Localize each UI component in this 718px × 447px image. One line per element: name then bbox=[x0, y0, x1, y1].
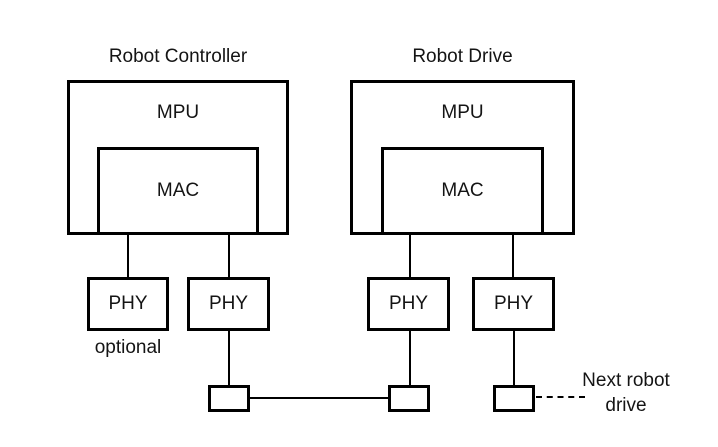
cable-to-next-drive-dashed bbox=[536, 396, 585, 398]
drive-mac-label: MAC bbox=[441, 180, 484, 201]
connector-line-drive-phy-left bbox=[409, 233, 411, 278]
controller-phy-right-box: PHY bbox=[187, 277, 270, 331]
connector-line-controller-phy-left bbox=[127, 233, 129, 278]
controller-phy-left-box: PHY bbox=[87, 277, 169, 331]
controller-phy-left-label: PHY bbox=[108, 293, 148, 314]
drive-phy-left-label: PHY bbox=[388, 293, 429, 314]
optional-note: optional bbox=[94, 337, 162, 358]
drive-phy-right-label: PHY bbox=[493, 293, 534, 314]
connector-line-drive-port-right bbox=[513, 329, 515, 387]
drive-mac-box: MAC bbox=[381, 147, 544, 235]
controller-phy-right-label: PHY bbox=[208, 293, 249, 314]
controller-port-box bbox=[208, 385, 250, 412]
controller-mac-box: MAC bbox=[97, 147, 259, 235]
drive-phy-left-box: PHY bbox=[367, 277, 450, 331]
drive-port-left-box bbox=[388, 385, 430, 412]
cable-controller-to-drive bbox=[248, 397, 390, 399]
connector-line-drive-phy-right bbox=[512, 233, 514, 278]
controller-mac-label: MAC bbox=[156, 180, 200, 201]
drive-port-right-box bbox=[493, 385, 535, 412]
controller-mpu-label: MPU bbox=[156, 102, 200, 123]
controller-title: Robot Controller bbox=[108, 46, 248, 67]
connector-line-controller-port bbox=[228, 329, 230, 387]
connector-line-controller-phy-right bbox=[228, 233, 230, 278]
drive-mpu-label: MPU bbox=[441, 102, 484, 123]
next-drive-note: Next robot drive bbox=[582, 370, 670, 416]
drive-phy-right-box: PHY bbox=[472, 277, 555, 331]
drive-title: Robot Drive bbox=[412, 46, 513, 67]
connector-line-drive-port-left bbox=[409, 329, 411, 387]
